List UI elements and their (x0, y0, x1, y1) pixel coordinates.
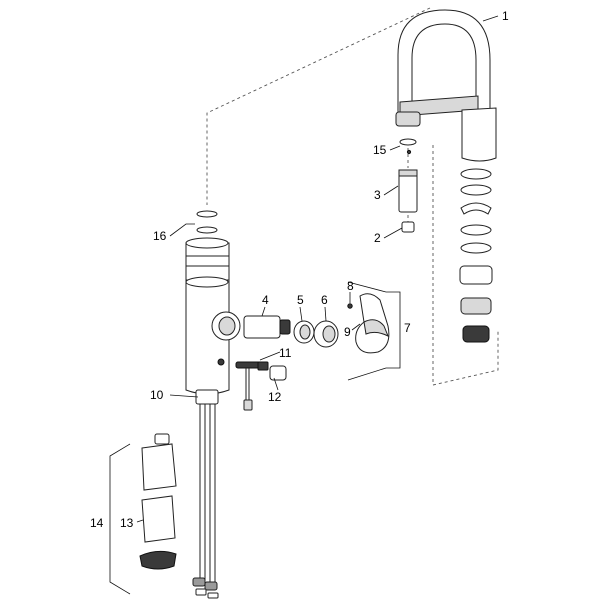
hand-shower-parts (139, 433, 177, 570)
callout-7: 7 (404, 321, 411, 335)
spout-hose (395, 9, 497, 162)
aerator-stack (459, 168, 493, 343)
diverter-parts (398, 138, 418, 233)
callout-12: 12 (268, 390, 282, 404)
callout-13: 13 (120, 516, 134, 530)
callout-11: 11 (279, 346, 292, 360)
callout-16: 16 (153, 229, 167, 243)
callout-6: 6 (321, 293, 328, 307)
callout-10: 10 (150, 388, 164, 402)
leader-lines (136, 15, 499, 523)
callout-3: 3 (374, 188, 381, 202)
callout-9: 9 (344, 325, 351, 339)
callout-2: 2 (374, 231, 381, 245)
callout-15: 15 (373, 143, 387, 157)
callout-4: 4 (262, 293, 269, 307)
callout-1: 1 (502, 9, 509, 23)
callout-labels: 1 2 3 4 5 6 7 8 9 10 11 12 13 14 15 16 (90, 9, 509, 530)
lever-handle (347, 293, 390, 354)
group-brackets (109, 223, 401, 595)
faucet-body (185, 210, 241, 599)
callout-14: 14 (90, 516, 104, 530)
cartridge-parts (235, 315, 339, 411)
callout-8: 8 (347, 279, 354, 293)
callout-5: 5 (297, 293, 304, 307)
